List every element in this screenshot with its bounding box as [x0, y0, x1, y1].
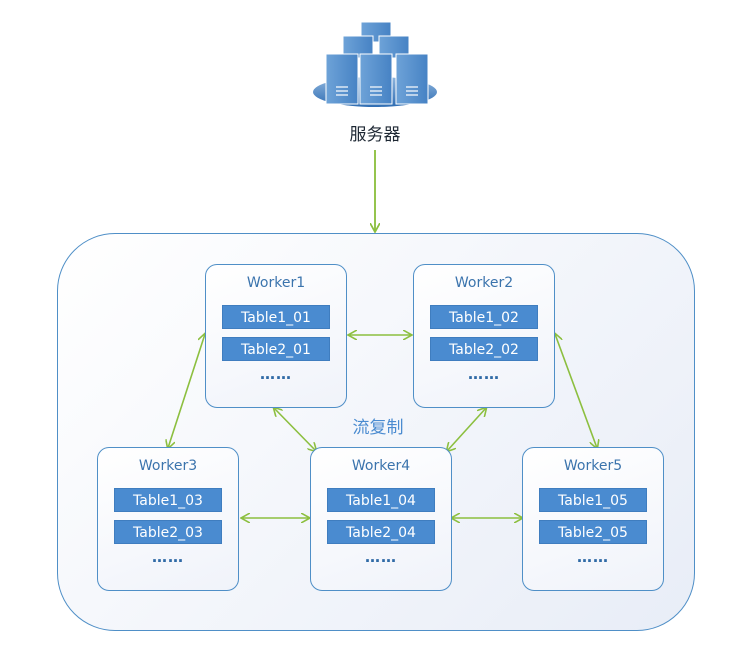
table-item: Table2_03 — [114, 520, 222, 544]
worker-title: Worker4 — [351, 458, 411, 474]
table-item: Table1_04 — [327, 488, 435, 512]
more-ellipsis: …… — [468, 365, 500, 383]
table-item: Table1_05 — [539, 488, 647, 512]
table-item: Table2_01 — [222, 337, 330, 361]
table-item: Table1_01 — [222, 305, 330, 329]
table-item: Table2_02 — [430, 337, 538, 361]
more-ellipsis: …… — [365, 548, 397, 566]
worker-node-2: Worker2 Table1_02 Table2_02 …… — [413, 264, 555, 408]
more-ellipsis: …… — [260, 365, 292, 383]
table-item: Table1_03 — [114, 488, 222, 512]
worker-title: Worker2 — [454, 275, 514, 291]
worker-node-4: Worker4 Table1_04 Table2_04 …… — [310, 447, 452, 591]
table-item: Table1_02 — [430, 305, 538, 329]
worker-node-3: Worker3 Table1_03 Table2_03 …… — [97, 447, 239, 591]
more-ellipsis: …… — [152, 548, 184, 566]
table-item: Table2_04 — [327, 520, 435, 544]
worker-title: Worker3 — [138, 458, 198, 474]
more-ellipsis: …… — [577, 548, 609, 566]
worker-node-1: Worker1 Table1_01 Table2_01 …… — [205, 264, 347, 408]
worker-node-5: Worker5 Table1_05 Table2_05 …… — [522, 447, 664, 591]
worker-title: Worker1 — [246, 275, 306, 291]
table-item: Table2_05 — [539, 520, 647, 544]
worker-title: Worker5 — [563, 458, 623, 474]
server-label: 服务器 — [349, 125, 401, 145]
stream-replication-label: 流复制 — [352, 418, 404, 438]
